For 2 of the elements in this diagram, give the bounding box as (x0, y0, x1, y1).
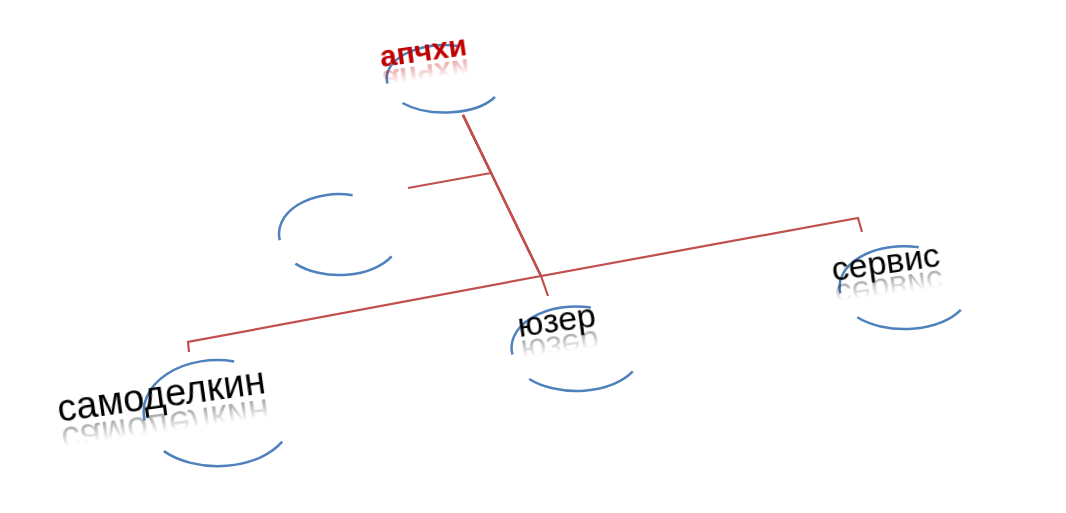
node-label: апчхи (377, 30, 469, 72)
connector-line (462, 114, 864, 278)
